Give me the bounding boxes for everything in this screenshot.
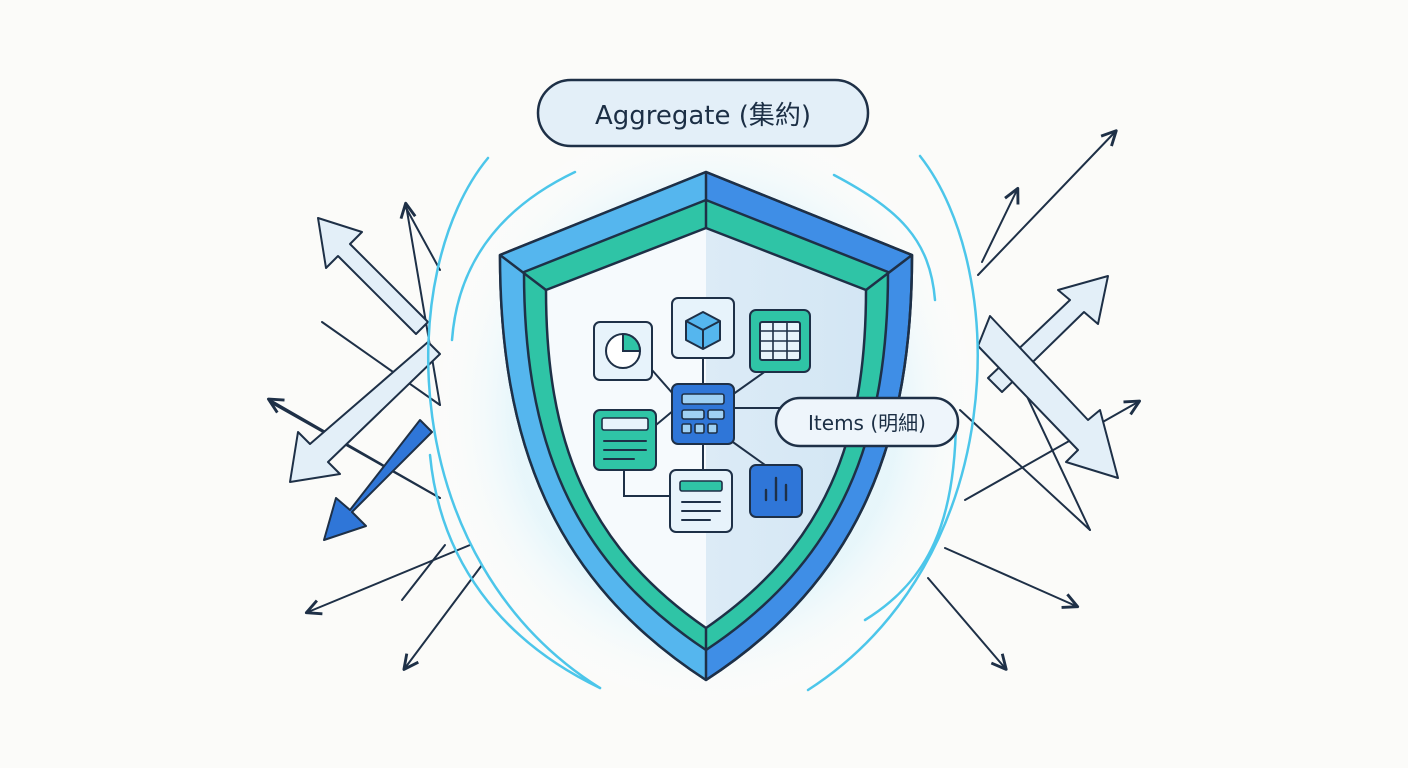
deflected-arrow: [267, 397, 441, 499]
items-label-pill: Items (明細): [774, 396, 960, 448]
accent-arrow-icon: [323, 419, 433, 541]
deflected-arrow: [927, 577, 1008, 671]
aggregate-root-form-icon: [671, 383, 735, 445]
barrier-arc: [426, 156, 602, 690]
aggregate-label-pill: Aggregate (集約): [536, 78, 870, 148]
item-connectors: [623, 357, 791, 497]
connector: [623, 469, 671, 497]
double-arrow: [289, 341, 441, 483]
double-arrow: [317, 217, 429, 335]
deflected-arrow: [964, 399, 1142, 501]
cube-icon: [671, 297, 735, 359]
barrier-arc: [832, 173, 937, 302]
barrier-arc: [428, 453, 602, 690]
barrier-arc: [863, 418, 958, 622]
deflected-arrow: [399, 201, 441, 406]
deflected-arrow: [944, 547, 1080, 609]
deflected-line: [959, 409, 1091, 531]
shield-ridge: [499, 254, 547, 291]
items-label: Items (明細): [808, 411, 926, 435]
connector: [651, 369, 675, 396]
deflected-arrow: [977, 129, 1118, 276]
deflected-line: [321, 321, 441, 406]
deflected-arrow: [402, 564, 483, 671]
pie-chart-icon: [593, 321, 653, 381]
shield-ridge: [865, 254, 913, 291]
document-lines-icon: [669, 469, 733, 533]
deflected-line: [401, 544, 446, 601]
barrier-arcs: [426, 154, 979, 692]
table-grid-icon: [749, 309, 811, 373]
deflected-arrow: [304, 544, 471, 616]
deflected-arrow: [981, 186, 1020, 263]
aggregate-label: Aggregate (集約): [595, 101, 811, 131]
block-arrow-left: [289, 217, 441, 483]
double-arrow: [977, 315, 1119, 479]
barrier-arc: [450, 170, 577, 342]
block-arrow-right: [977, 275, 1119, 479]
deflected-arrows-left: [267, 201, 483, 671]
barrier-arc: [806, 154, 979, 692]
deflected-line: [404, 205, 441, 271]
bar-chart-icon: [749, 464, 803, 518]
document-lines-icon: [593, 409, 657, 471]
